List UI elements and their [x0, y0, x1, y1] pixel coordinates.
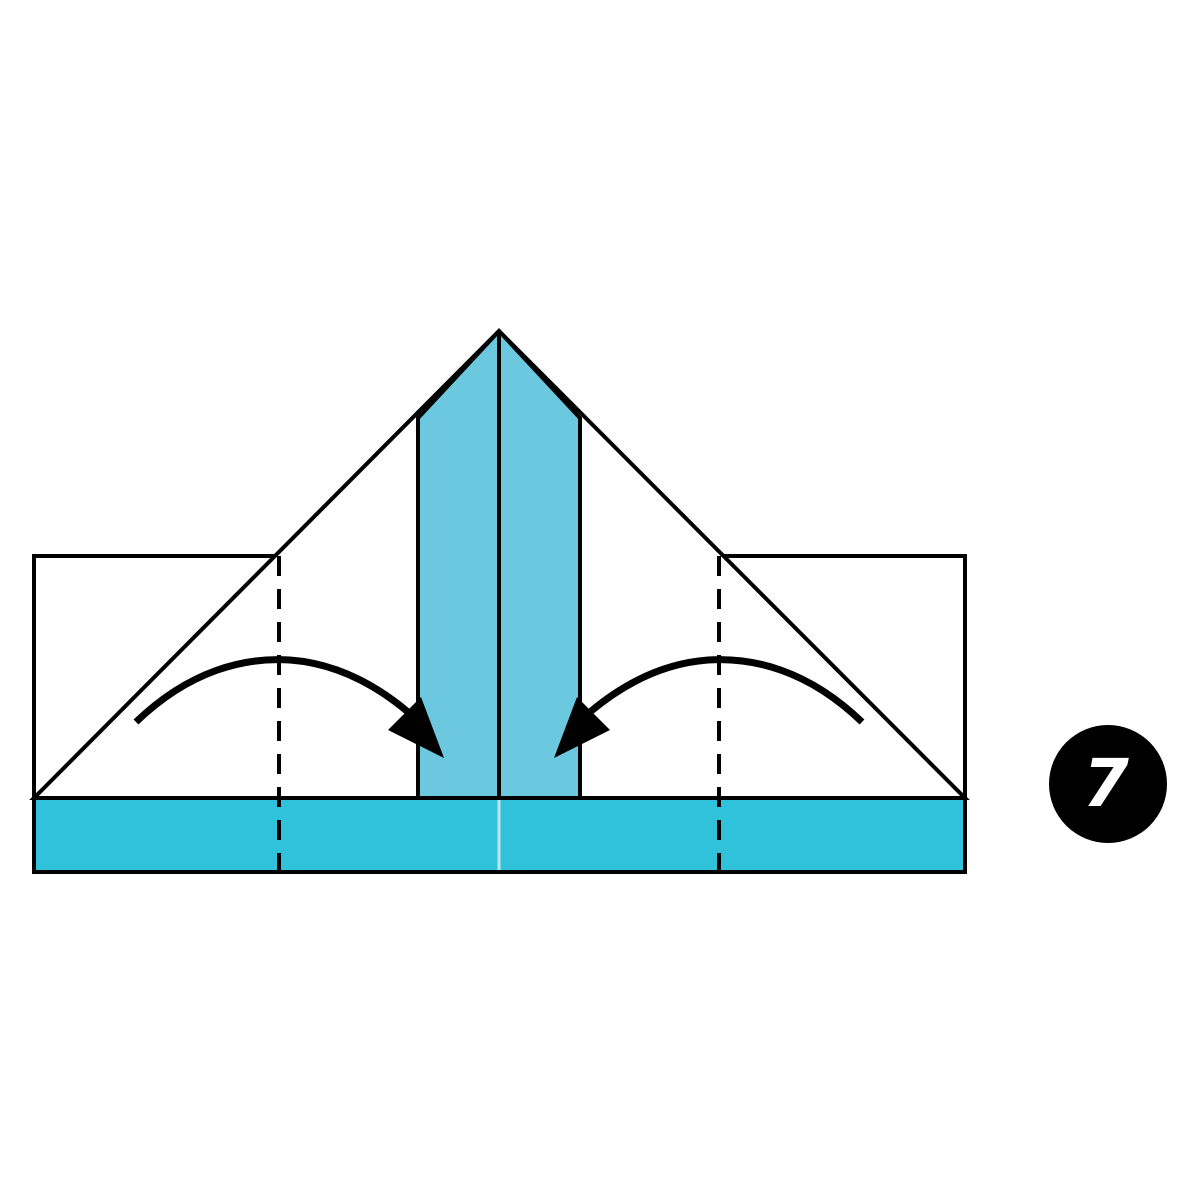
step-number-badge: 7 [1049, 725, 1167, 843]
curved-arrow-right-icon [133, 656, 411, 725]
curved-arrow-right-head-icon [388, 697, 444, 758]
curved-arrow-left-icon [587, 656, 865, 725]
step-number: 7 [1083, 745, 1129, 822]
curved-arrow-left-head-icon [554, 697, 610, 758]
